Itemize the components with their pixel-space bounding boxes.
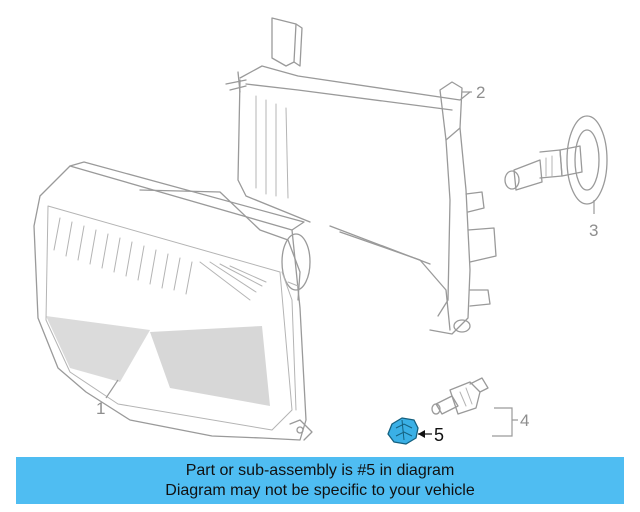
callout-3: 3 [589, 221, 598, 240]
leader-arrow-5 [418, 430, 425, 438]
leader-line-1 [105, 379, 119, 399]
callout-4: 4 [520, 411, 529, 430]
leader-line-4 [492, 407, 518, 437]
banner-line-disclaimer: Diagram may not be specific to your vehi… [165, 482, 475, 499]
adjuster-screw-part-4 [431, 377, 489, 415]
mounting-bracket-part-2 [225, 17, 497, 335]
callout-1: 1 [96, 399, 105, 418]
callout-2: 2 [476, 83, 485, 102]
bulb-part-3 [504, 115, 608, 205]
banner-line-part-number: Part or sub-assembly is #5 in diagram [185, 462, 455, 479]
headlamp-assembly-part-1 [33, 161, 313, 441]
parts-diagram: 1 2 3 4 5 [33, 17, 608, 445]
clip-part-5-highlighted [387, 417, 419, 445]
info-banner: Part or sub-assembly is #5 in diagram Di… [16, 457, 624, 504]
callout-5: 5 [434, 425, 444, 445]
